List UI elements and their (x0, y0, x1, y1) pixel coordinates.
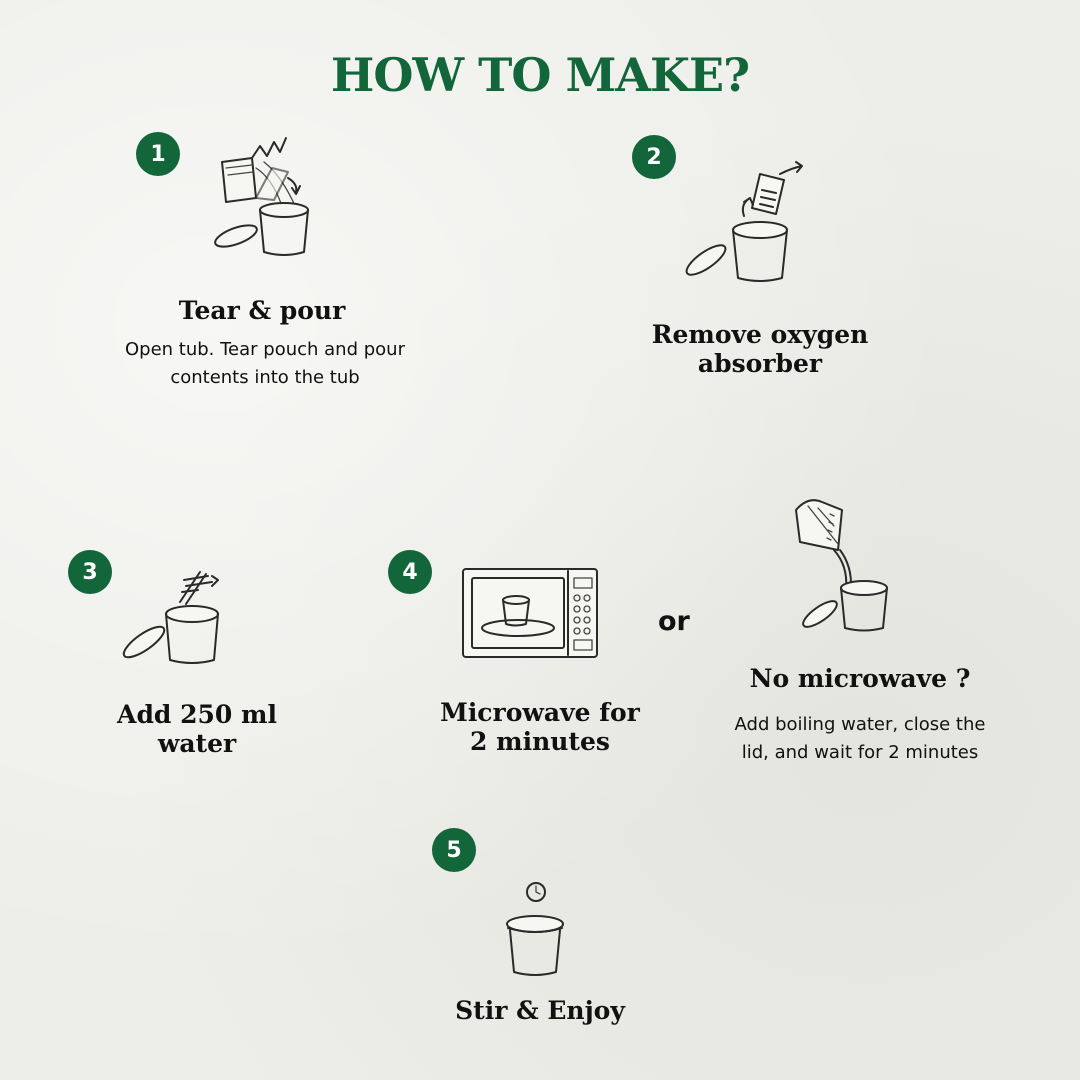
alternative-description: Add boiling water, close the lid, and wa… (734, 714, 986, 763)
step-2-heading: Remove oxygen absorber (651, 320, 869, 378)
kettle-pour-icon (795, 496, 890, 636)
step-4-heading: Microwave for 2 minutes (440, 698, 640, 756)
step-1-heading: Tear & pour (178, 296, 346, 325)
pouch-pour-icon (212, 128, 312, 260)
step-4-badge: 4 (388, 550, 432, 594)
microwave-icon (460, 566, 600, 662)
step-3-badge: 3 (68, 550, 112, 594)
or-label: or (658, 606, 690, 637)
page-title: HOW TO MAKE? (330, 48, 750, 102)
step-1-badge: 1 (136, 132, 180, 176)
alternative-heading: No microwave ? (749, 664, 971, 693)
step-2-badge: 2 (632, 135, 676, 179)
timer-tub-icon (502, 880, 568, 980)
step-5-badge: 5 (432, 828, 476, 872)
step-5-heading: Stir & Enjoy (455, 996, 625, 1025)
add-water-icon (120, 562, 230, 668)
step-3-heading: Add 250 ml water (117, 700, 277, 758)
step-1-description: Open tub. Tear pouch and pour contents i… (124, 339, 405, 388)
oxygen-absorber-icon (684, 160, 814, 285)
